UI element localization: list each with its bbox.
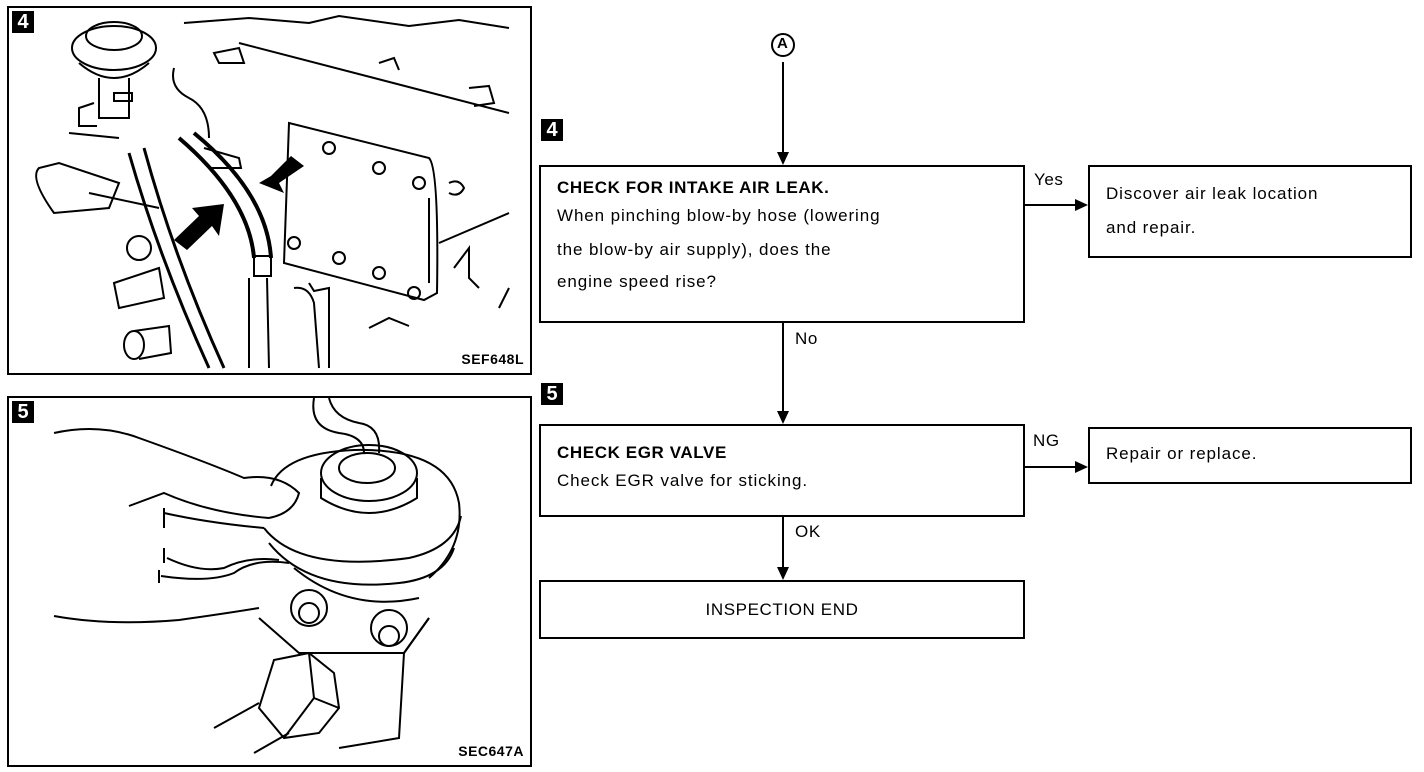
branch-label-ok: OK	[795, 522, 821, 541]
arrowhead-right-icon	[1075, 461, 1088, 473]
figure-code: SEF648L	[461, 351, 524, 367]
step-4-box: CHECK FOR INTAKE AIR LEAK. When pinching…	[539, 165, 1025, 323]
step-5-box: CHECK EGR VALVE Check EGR valve for stic…	[539, 424, 1025, 517]
branch-label-ng: NG	[1033, 431, 1060, 450]
step-text-line: the blow-by air supply), does the	[557, 240, 832, 259]
step-text-line: When pinching blow-by hose (lowering	[557, 206, 881, 225]
figure-step-badge: 5	[12, 401, 34, 423]
step-title: CHECK FOR INTAKE AIR LEAK.	[557, 178, 830, 197]
result-box-yes: Discover air leak location and repair.	[1088, 165, 1412, 258]
result-text-line: Repair or replace.	[1106, 444, 1258, 463]
flow-step-badge: 5	[541, 383, 563, 405]
connector-label: A	[777, 35, 789, 52]
inspection-end-label: INSPECTION END	[705, 599, 859, 619]
arrowhead-right-icon	[1075, 199, 1088, 211]
figure-step-4: 4 SEF648L	[7, 6, 532, 375]
step-title: CHECK EGR VALVE	[557, 443, 727, 462]
result-text-line: Discover air leak location	[1106, 184, 1319, 203]
egr-valve-hand-illustration	[53, 398, 462, 754]
figure-code: SEC647A	[458, 743, 524, 759]
branch-label-no: No	[795, 329, 818, 348]
arrowhead-down-icon	[777, 567, 789, 580]
inspection-end-box: INSPECTION END	[539, 580, 1025, 639]
engine-blow-by-hose-illustration	[35, 14, 510, 369]
arrowhead-down-icon	[777, 411, 789, 424]
branch-label-yes: Yes	[1034, 170, 1064, 189]
step-text-line: Check EGR valve for sticking.	[557, 471, 808, 490]
flow-step-badge: 4	[541, 119, 563, 141]
pinch-arrow-lower-icon	[174, 204, 224, 250]
figure-step-badge: 4	[12, 11, 34, 33]
arrowhead-down-icon	[777, 152, 789, 165]
figure-step-5: 5 SEC647A	[7, 396, 532, 767]
pinch-arrow-upper-icon	[259, 156, 304, 193]
result-box-ng: Repair or replace.	[1088, 427, 1412, 484]
result-text-line: and repair.	[1106, 218, 1197, 237]
step-text-line: engine speed rise?	[557, 272, 717, 291]
